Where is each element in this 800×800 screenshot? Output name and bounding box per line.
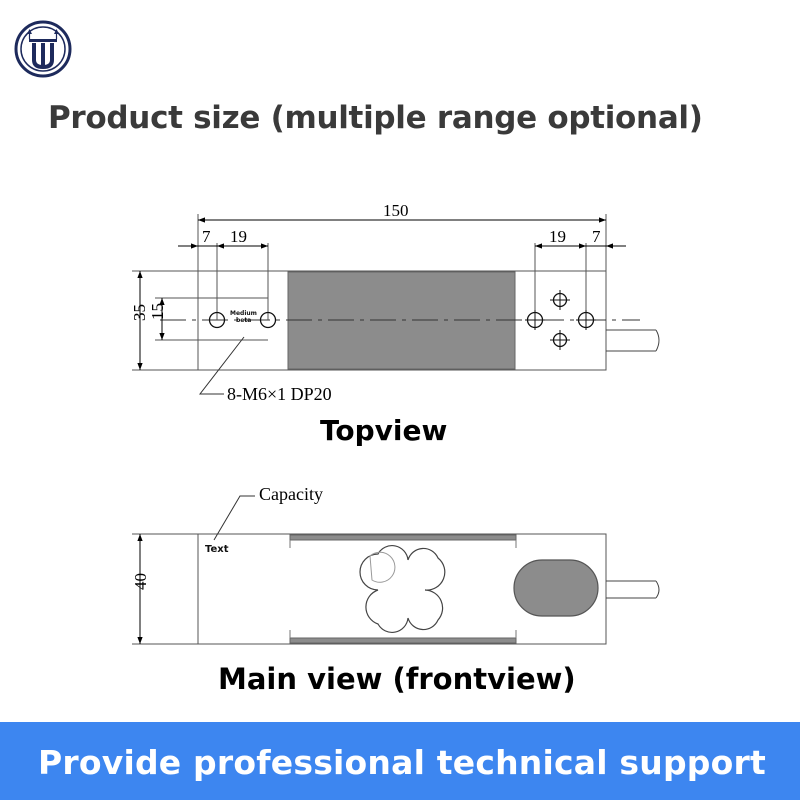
page-heading: Product size (multiple range optional) [48, 100, 703, 136]
dim-width: 35 [130, 304, 149, 321]
label-medium: Medium [230, 310, 257, 317]
dim-height: 40 [131, 573, 150, 590]
dim-right-hole-pitch: 19 [549, 227, 566, 246]
topview-caption: Topview [320, 414, 448, 447]
dim-left-hole-pitch: 19 [230, 227, 247, 246]
dim-left-edge-offset: 7 [202, 227, 211, 246]
text-label: Text [205, 544, 229, 555]
support-banner-text: Provide professional technical support [38, 743, 766, 782]
scale-shield-logo-icon [14, 20, 72, 78]
dim-right-edge-offset: 7 [592, 227, 601, 246]
label-beta: beta [236, 317, 251, 324]
hole-callout: 8-M6×1 DP20 [227, 384, 332, 404]
top-view-drawing [132, 214, 660, 395]
technical-drawing: 150 7 19 19 7 35 15 Medium beta 8-M6×1 D… [130, 201, 660, 645]
capacity-label: Capacity [259, 484, 323, 504]
main-view-drawing [132, 495, 660, 645]
dim-overall-length: 150 [383, 201, 409, 220]
dim-hole-spacing: 15 [148, 303, 167, 320]
mainview-caption: Main view (frontview) [218, 662, 576, 696]
support-banner [0, 722, 800, 800]
